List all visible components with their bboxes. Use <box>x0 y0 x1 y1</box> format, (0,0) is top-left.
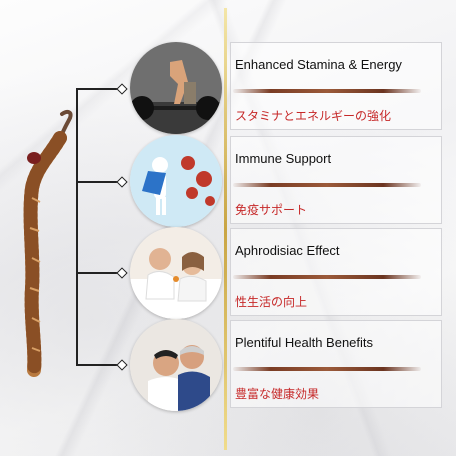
benefit-card-aphrodisiac: Aphrodisiac Effect 性生活の向上 <box>230 228 442 316</box>
benefit-title: Enhanced Stamina & Energy <box>235 57 402 72</box>
connector-branch-3 <box>76 272 122 274</box>
immune-defense-illustration <box>130 135 222 227</box>
benefit-title: Plentiful Health Benefits <box>235 335 374 350</box>
connector-stem <box>76 88 78 366</box>
benefit-japanese: 豊富な健康効果 <box>235 387 320 401</box>
benefit-japanese: 性生活の向上 <box>235 295 308 309</box>
connector-branch-4 <box>76 364 122 366</box>
benefit-underline <box>233 367 421 371</box>
weightlifting-photo <box>130 42 222 134</box>
benefit-title: Aphrodisiac Effect <box>235 243 340 258</box>
benefit-underline <box>233 183 421 187</box>
benefit-underline <box>233 275 421 279</box>
benefit-card-health: Plentiful Health Benefits 豊富な健康効果 <box>230 320 442 408</box>
couple-photo <box>130 227 222 319</box>
benefit-underline <box>233 89 421 93</box>
connector-branch-2 <box>76 181 122 183</box>
benefit-card-immune: Immune Support 免疫サポート <box>230 136 442 224</box>
benefit-japanese: スタミナとエネルギーの強化 <box>235 109 392 123</box>
elderly-couple-photo <box>130 319 222 411</box>
benefit-card-stamina: Enhanced Stamina & Energy スタミナとエネルギーの強化 <box>230 42 442 130</box>
connector-branch-1 <box>76 88 122 90</box>
gold-divider <box>224 8 227 450</box>
benefit-japanese: 免疫サポート <box>235 203 308 217</box>
cordyceps-icon <box>18 108 78 378</box>
benefit-title: Immune Support <box>235 151 332 166</box>
